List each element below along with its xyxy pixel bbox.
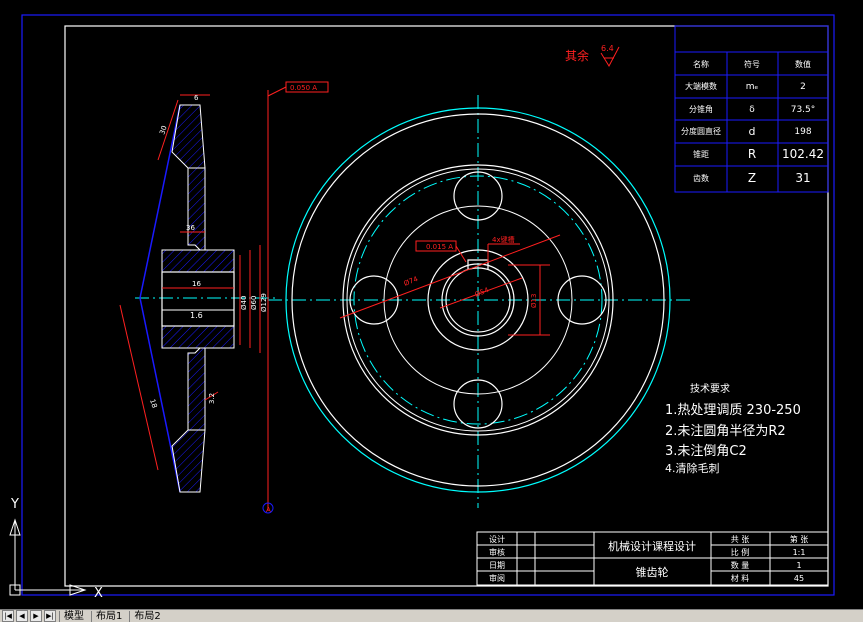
- param-row-5-value: 31: [795, 171, 810, 185]
- param-header-symbol: 符号: [744, 59, 760, 69]
- tb-label-date: 日期: [489, 561, 505, 570]
- tb-part-name: 锥齿轮: [636, 565, 669, 579]
- tab-first-button[interactable]: |◀: [2, 610, 14, 622]
- dim-dia-54: Ø54: [474, 286, 491, 299]
- tb-r2c2: 1:1: [793, 548, 806, 557]
- tech-req-item-3: 3.未注倒角C2: [665, 444, 747, 459]
- tb-r4c2: 45: [794, 574, 804, 583]
- tech-req-title: 技术要求: [690, 382, 730, 395]
- section-view: [119, 81, 329, 514]
- param-row-5-name: 齿数: [693, 173, 709, 183]
- tb-r3c2: 1: [796, 561, 801, 570]
- tech-req-item-1: 1.热处理调质 230-250: [665, 403, 801, 418]
- dim-18: 18: [148, 398, 158, 409]
- tech-req-item-2: 2.未注圆角半径为R2: [665, 424, 786, 439]
- param-row-2-symbol: δ: [749, 105, 755, 115]
- tol-symmetry: 0.015 A: [426, 243, 453, 251]
- param-row-3-value: 198: [794, 127, 811, 137]
- tb-r4c1: 材 料: [731, 573, 750, 583]
- param-header-value: 数值: [795, 59, 811, 69]
- dim-dia-13: Ø13: [530, 294, 538, 308]
- dim-roughness-3-2: 3.2: [208, 393, 216, 404]
- param-row-1-symbol: mₑ: [746, 82, 759, 92]
- dim-16: 16: [192, 280, 201, 288]
- tb-r1c2: 第 张: [790, 534, 809, 544]
- param-header-name: 名称: [693, 59, 709, 69]
- dim-30: 30: [158, 125, 168, 136]
- param-table: 名称 符号 数值 大端模数 mₑ 2 分锥角 δ 73.5° 分度圆直径 d 1…: [674, 25, 829, 193]
- tech-requirements: 技术要求 1.热处理调质 230-250 2.未注圆角半径为R2 3.未注倒角C…: [665, 382, 801, 475]
- tab-prev-button[interactable]: ◀: [16, 610, 28, 622]
- dim-dia-129: Ø129: [260, 293, 268, 312]
- dim-roughness-1-6: 1.6: [190, 311, 203, 320]
- title-block: 设计 审核 日期 审阅 机械设计课程设计 锥齿轮 共 张 第 张 比 例 1:1…: [476, 531, 829, 586]
- roughness-label: 其余: [565, 48, 589, 63]
- param-row-3-name: 分度圆直径: [681, 126, 721, 136]
- param-row-4-symbol: R: [748, 147, 756, 161]
- tab-last-button[interactable]: ▶|: [44, 610, 56, 622]
- param-row-2-name: 分锥角: [689, 104, 713, 114]
- inner-frame: [64, 25, 829, 587]
- param-row-4-name: 锥距: [693, 149, 709, 159]
- tb-project-title: 机械设计课程设计: [608, 539, 696, 553]
- dim-6: 6: [194, 94, 199, 102]
- tb-label-review: 审阅: [489, 573, 505, 583]
- dim-dia-40: Ø40: [240, 296, 248, 310]
- tol-runout: 0.050 A: [290, 84, 317, 92]
- param-row-4-value: 102.42: [782, 147, 824, 161]
- tb-r2c1: 比 例: [731, 547, 750, 557]
- dim-dia-74: Ø74: [403, 275, 420, 288]
- roughness-value: 6.4: [601, 44, 614, 53]
- dim-keyway: 4x键槽: [492, 235, 515, 244]
- tb-r1c1: 共 张: [731, 535, 750, 544]
- tab-model[interactable]: 模型: [59, 610, 88, 622]
- param-row-2-value: 73.5°: [791, 105, 816, 115]
- tb-label-design: 设计: [489, 534, 505, 544]
- tab-next-button[interactable]: ▶: [30, 610, 42, 622]
- param-row-5-symbol: Z: [748, 171, 756, 185]
- param-row-1-value: 2: [800, 82, 806, 92]
- ucs-y-label: Y: [10, 497, 19, 512]
- tb-r3c1: 数 量: [731, 560, 750, 570]
- outer-frame: [21, 14, 835, 596]
- tech-req-item-4: 4.清除毛刺: [665, 461, 720, 475]
- tab-layout1[interactable]: 布局1: [91, 610, 126, 622]
- param-row-1-name: 大端模数: [685, 81, 717, 91]
- layout-tab-bar: |◀ ◀ ▶ ▶| 模型 布局1 布局2: [0, 609, 863, 622]
- tab-layout2[interactable]: 布局2: [129, 610, 164, 622]
- front-view: [268, 95, 690, 508]
- dim-dia-60: Ø60: [250, 296, 258, 310]
- tb-label-check: 审核: [489, 547, 505, 557]
- drawing-canvas[interactable]: 名称 符号 数值 大端模数 mₑ 2 分锥角 δ 73.5° 分度圆直径 d 1…: [0, 0, 863, 609]
- datum-a: A: [266, 506, 271, 514]
- dim-36: 36: [186, 224, 195, 232]
- ucs-icon: [9, 518, 87, 596]
- ucs-x-label: X: [94, 586, 103, 601]
- roughness-symbol-icon: [600, 46, 620, 68]
- param-row-3-symbol: d: [749, 125, 756, 138]
